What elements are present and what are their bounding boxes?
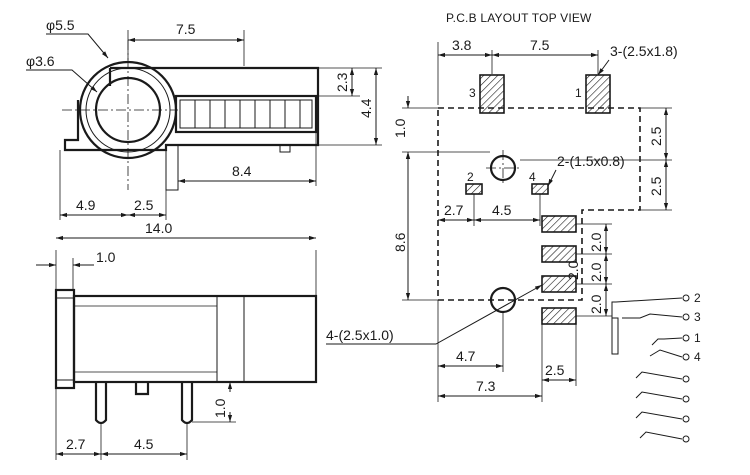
dim-height-small: 2.3 — [334, 72, 350, 92]
label-large-pads: 3-(2.5x1.8) — [610, 43, 678, 59]
side-slot-ribs — [194, 100, 301, 128]
pad-3-large — [479, 74, 505, 114]
dim-leg-height: 1.0 — [212, 398, 228, 418]
dim-horiz-45: 4.5 — [492, 202, 512, 218]
dim-bottom-73: 7.3 — [476, 378, 496, 394]
dim-horiz-27: 2.7 — [444, 202, 464, 218]
label-slot-pads: 4-(2.5x1.0) — [326, 327, 394, 343]
leader-dia-outer — [46, 33, 109, 59]
slot-pad-2 — [541, 245, 577, 263]
label-dia-inner: φ3.6 — [26, 53, 55, 69]
dim-top-left: 3.8 — [452, 37, 472, 53]
slot-pad-1 — [541, 215, 577, 233]
pad-2-small — [465, 183, 483, 195]
terminal-2 — [682, 294, 690, 302]
dim-flange: 1.0 — [96, 249, 116, 265]
pcb-outline — [437, 107, 641, 301]
front-flange — [54, 288, 76, 390]
pcb-layout-title: P.C.B LAYOUT TOP VIEW — [446, 11, 592, 25]
dim-bottom-47: 4.7 — [456, 348, 476, 364]
schematic-extra-contacts — [635, 371, 690, 443]
label-small-pads: 2-(1.5x0.8) — [557, 153, 625, 169]
dim-top-mid: 7.5 — [530, 37, 550, 53]
side-tab — [279, 145, 291, 153]
side-slot-outer — [174, 94, 318, 134]
side-leg — [165, 145, 179, 191]
schematic-pin-2: 2 — [694, 291, 701, 305]
dim-vertical-1: 1.0 — [392, 118, 408, 138]
terminal-1 — [682, 334, 690, 342]
leader-dia-inner — [26, 69, 98, 93]
dim-pitch-a: 2.0 — [588, 232, 604, 252]
schematic-sleeve — [611, 301, 616, 354]
dim-width-top: 7.5 — [176, 21, 196, 37]
pad3-label: 3 — [469, 86, 476, 100]
schematic-pin-3: 3 — [694, 310, 701, 324]
terminal-4 — [682, 353, 690, 361]
pad1-label: 1 — [575, 86, 582, 100]
label-dia-outer: φ5.5 — [46, 17, 75, 33]
schematic-pin-4: 4 — [694, 350, 701, 364]
dim-pitch-c: 2.0 — [588, 262, 604, 282]
dim-offset-mid: 2.5 — [134, 197, 154, 213]
front-body — [72, 294, 318, 384]
dim-bottom-25: 2.5 — [545, 362, 565, 378]
dim-vertical-86: 8.6 — [392, 232, 408, 252]
pad-4-small — [531, 183, 549, 195]
dim-slot-length: 8.4 — [232, 163, 252, 179]
side-body-outline — [63, 66, 320, 152]
dim-offset-left: 4.9 — [76, 197, 96, 213]
front-leg-2 — [180, 382, 194, 425]
dim-leg-spacing: 4.5 — [134, 436, 154, 452]
front-view: 14.0 1.0 1.0 2.7 4.5 — [36, 220, 318, 460]
side-view: φ5.5 φ3.6 7.5 2.3 4.4 8.4 4.9 2.5 — [26, 17, 382, 220]
slot-pad-4 — [541, 307, 577, 325]
dim-leg-offset: 2.7 — [66, 436, 86, 452]
side-slot-inner — [179, 99, 313, 129]
pcb-layout: P.C.B LAYOUT TOP VIEW 3.8 7.5 3-(2.5x1.8… — [326, 11, 678, 402]
front-tab — [134, 382, 150, 396]
front-leg-1 — [94, 382, 108, 425]
dim-length-total: 14.0 — [145, 220, 172, 236]
dim-height-total: 4.4 — [358, 98, 374, 118]
jack-schematic: 2 3 1 4 — [611, 291, 701, 443]
terminal-3 — [682, 313, 690, 321]
schematic-body — [611, 317, 619, 355]
pad-1-large — [585, 74, 611, 114]
dim-right-25a: 2.5 — [648, 126, 664, 146]
dim-pitch-d: 2.0 — [588, 294, 604, 314]
pad4-label: 4 — [529, 170, 536, 184]
schematic-pin-1: 1 — [694, 331, 701, 345]
pad2-label: 2 — [467, 170, 474, 184]
dim-pitch-b: 2.0 — [565, 260, 581, 280]
dim-right-25b: 2.5 — [648, 176, 664, 196]
